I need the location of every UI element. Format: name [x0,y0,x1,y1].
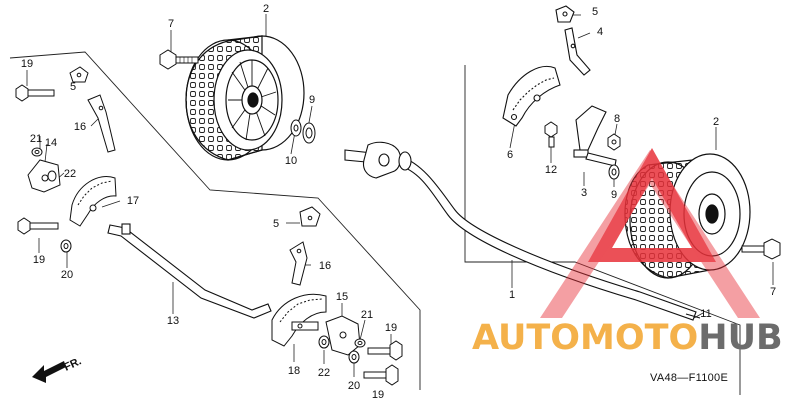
callout-12: 12 [545,164,557,176]
callout-6: 6 [507,149,513,161]
plate-18-center [271,293,327,347]
diagram-code: VA48—F1100E [650,372,729,384]
left-boundary-line [9,51,421,390]
callout-19-bottom-left: 19 [33,254,45,266]
callout-20-center: 20 [348,380,360,392]
callout-10: 10 [285,155,297,167]
callout-5-left: 5 [70,81,76,93]
callout-21-left: 21 [30,133,42,145]
washer-9-left [302,122,316,144]
adjust-plate-6 [502,66,561,127]
callout-21-center: 21 [361,309,373,321]
washer-10-left [290,119,302,137]
bracket-16-center [289,241,308,286]
bracket-15-center [325,315,361,356]
callout-7-left: 7 [168,18,174,30]
bolt-19-top-left [15,84,55,102]
callout-11: 11 [700,308,711,320]
bracket-4-right [564,27,591,76]
washer-20-center [348,350,360,364]
right-boundary-line [464,65,741,395]
bolt-12-right [544,121,558,148]
callout-5-center: 5 [273,218,279,230]
callout-1: 1 [509,289,515,301]
callout-9-right: 9 [611,189,617,201]
callout-2-left-wheel: 2 [263,3,269,15]
washer-22-left [47,170,57,182]
front-direction-arrow-icon: FR. [32,355,83,383]
callout-22-left: 22 [64,168,76,180]
callout-19-center-lower: 19 [372,389,384,401]
callout-16-left: 16 [74,121,86,133]
bolt-19-bottom-left [17,217,59,235]
callout-19-top-left: 19 [21,58,33,70]
bolt-19-center-upper [367,340,403,361]
rod-13 [107,223,272,319]
callout-14: 14 [45,137,57,149]
callout-18: 18 [288,365,300,377]
watermark-text-hub: HUB [698,318,783,358]
washer-21-left [31,147,43,157]
axle-shaft [344,141,701,321]
watermark-logo: AUTOMOTOHUB [472,318,783,358]
wheel-left [185,35,305,161]
callout-labels: 2 7 9 10 5 4 6 12 8 2 3 9 7 1 11 19 5 16… [21,3,776,401]
callout-19-center-upper: 19 [385,322,397,334]
bolt-7-left [159,49,199,70]
callout-5-right: 5 [592,6,598,18]
clip-5-center [299,206,321,227]
bolt-7-right [741,238,781,260]
callout-22-center: 22 [318,367,330,379]
bracket-16-left [87,94,116,153]
callout-9-left: 9 [309,94,315,106]
callout-20-left: 20 [61,269,73,281]
callout-16-center: 16 [319,260,331,272]
bracket-14-left [27,159,61,193]
washer-22-center [318,335,330,349]
callout-17: 17 [127,195,139,207]
arm-3-right [573,105,617,167]
callout-3: 3 [581,187,587,199]
clip-5-left [69,66,89,83]
watermark-triangle-icon [540,148,760,318]
callout-15: 15 [336,291,348,303]
plate-17-left [69,176,117,227]
bolt-19-center-lower [363,364,399,386]
callout-4: 4 [597,26,603,38]
direction-label: FR. [62,355,83,373]
boundary-lines [9,51,741,395]
callout-7-right: 7 [770,286,776,298]
nut-8-right [607,133,621,151]
callout-8: 8 [614,113,620,125]
watermark-text-main: AUTOMOTO [472,318,699,358]
callout-2-right-wheel: 2 [713,116,719,128]
washer-9-right [608,164,620,180]
washer-20-left [60,239,72,253]
washer-21-center [354,338,366,348]
callout-13: 13 [167,315,179,327]
clip-5-right [555,5,575,23]
